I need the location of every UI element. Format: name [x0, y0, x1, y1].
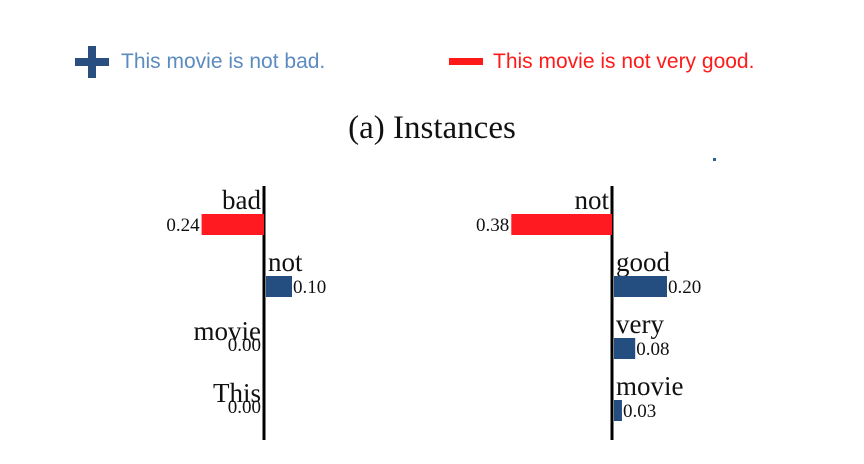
word-label: very	[616, 309, 664, 339]
minus-icon	[449, 58, 483, 65]
value-label: 0.20	[668, 277, 701, 298]
word-label: movie	[616, 371, 684, 401]
value-label: 0.03	[623, 401, 656, 422]
value-label: 0.00	[228, 335, 261, 356]
word-label: not	[268, 247, 303, 277]
word-label: good	[616, 247, 671, 277]
figure-caption: (a) Instances	[348, 110, 516, 146]
bar-positive	[266, 276, 292, 297]
word-label: not	[574, 185, 609, 215]
legend-item-positive: This movie is not bad.	[75, 46, 325, 78]
legend-label-negative: This movie is not very good.	[493, 50, 755, 73]
plus-icon	[75, 46, 109, 78]
bar-positive	[614, 338, 636, 359]
value-label: 0.38	[476, 215, 509, 236]
word-label: bad	[222, 185, 261, 215]
value-label: 0.00	[228, 397, 261, 418]
value-label: 0.08	[636, 339, 669, 360]
word-label: movie	[194, 316, 262, 346]
bar-negative	[511, 214, 612, 235]
value-label: 0.10	[293, 277, 326, 298]
bar-negative	[201, 214, 264, 235]
value-label: 0.24	[166, 215, 200, 236]
bar-positive	[614, 400, 622, 421]
legend-item-negative: This movie is not very good.	[449, 46, 754, 78]
bar-positive	[614, 276, 667, 297]
word-label: This	[213, 378, 261, 408]
legend-label-positive: This movie is not bad.	[121, 50, 326, 73]
legend: This movie is not bad. This movie is not…	[0, 46, 864, 78]
stray-mark	[713, 158, 716, 161]
